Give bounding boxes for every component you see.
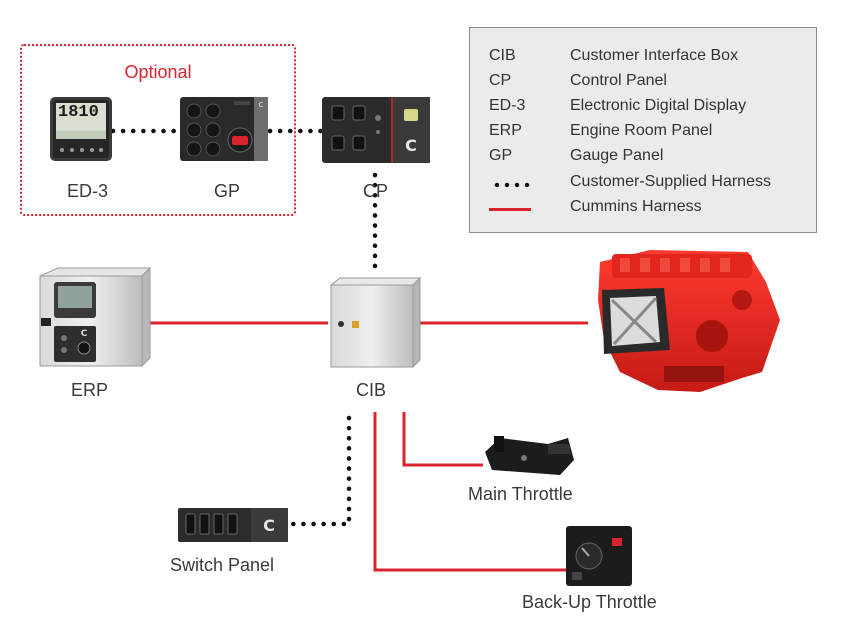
- svg-text:C: C: [259, 101, 264, 109]
- legend-row: ED-3 Electronic Digital Display: [470, 97, 816, 121]
- harness-cib-backup-throttle: [373, 412, 566, 572]
- legend-row: ERP Engine Room Panel: [470, 122, 816, 146]
- svg-text:C: C: [81, 329, 88, 339]
- harness-cib-switch-panel: [286, 415, 352, 527]
- svg-text:C: C: [405, 136, 417, 155]
- legend-row: GP Gauge Panel: [470, 147, 816, 171]
- legend-desc: Cummins Harness: [570, 198, 702, 215]
- cib-label: CIB: [356, 380, 387, 400]
- legend-abbr: GP: [489, 147, 513, 164]
- gp-gauge-panel: C: [180, 97, 268, 161]
- legend-abbr: ERP: [489, 122, 522, 139]
- dotted-line-icon: [492, 182, 532, 188]
- legend-desc: Gauge Panel: [570, 147, 664, 164]
- backup-throttle-label: Back-Up Throttle: [522, 592, 657, 612]
- harness-cib-main-throttle: [402, 412, 483, 467]
- legend-desc: Customer Interface Box: [570, 47, 739, 64]
- legend-desc: Control Panel: [570, 72, 667, 89]
- main-throttle-label: Main Throttle: [468, 484, 573, 504]
- cib-box: [329, 276, 422, 369]
- main-throttle: [485, 436, 574, 475]
- optional-group-title: Optional: [124, 62, 192, 82]
- legend-row: CP Control Panel: [470, 72, 816, 96]
- erp-panel: C: [39, 266, 152, 368]
- legend-desc: Electronic Digital Display: [570, 97, 747, 114]
- legend-abbr: ED-3: [489, 97, 526, 114]
- erp-label: ERP: [71, 380, 109, 400]
- engine: [598, 250, 780, 392]
- red-line-icon: [489, 208, 531, 211]
- cummins-harness-lines: [143, 321, 588, 572]
- switch-panel-device: C: [178, 508, 288, 542]
- cp-label: CP: [363, 181, 389, 201]
- switch-panel-label: Switch Panel: [170, 555, 275, 575]
- gp-label: GP: [214, 181, 241, 201]
- legend-row-customer-harness: Customer-Supplied Harness: [470, 173, 816, 197]
- legend-abbr: CP: [489, 72, 512, 89]
- legend-abbr: CIB: [489, 47, 516, 64]
- cp-control-panel: C: [322, 97, 430, 163]
- legend: CIB Customer Interface Box CP Control Pa…: [469, 27, 817, 233]
- optional-group: Optional: [20, 44, 296, 216]
- ed3-display: [50, 97, 112, 161]
- backup-throttle: [566, 526, 632, 586]
- legend-desc: Engine Room Panel: [570, 122, 713, 139]
- legend-row: CIB Customer Interface Box: [470, 47, 816, 71]
- customer-harness-lines: [110, 128, 378, 527]
- legend-row-cummins-harness: Cummins Harness: [470, 198, 816, 222]
- ed3-label: ED-3: [67, 181, 109, 201]
- ed3-display-value: 1810: [58, 103, 99, 122]
- svg-text:C: C: [263, 516, 275, 535]
- legend-desc: Customer-Supplied Harness: [570, 173, 771, 190]
